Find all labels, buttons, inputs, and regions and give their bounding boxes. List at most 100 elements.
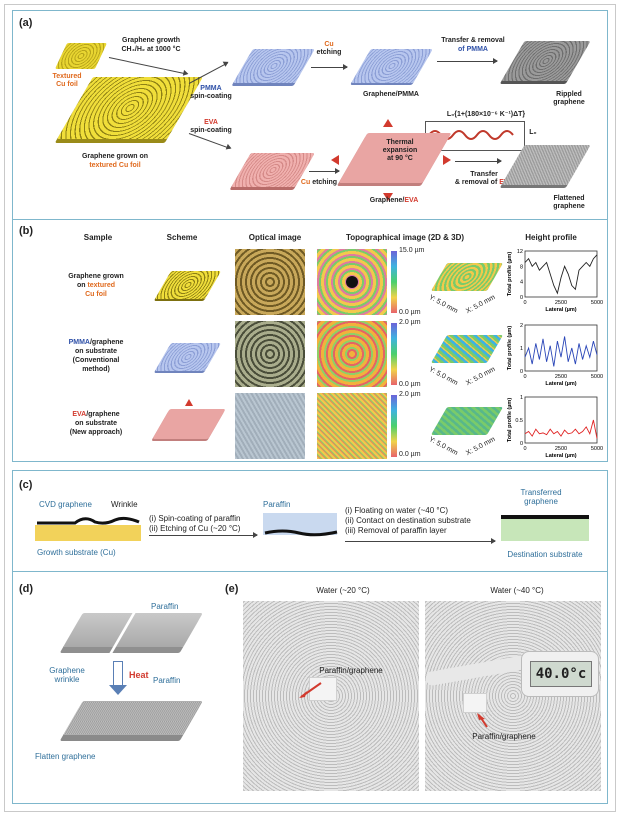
growth-substrate-label: Growth substrate (Cu) xyxy=(37,548,116,557)
paraffin-block-top xyxy=(63,613,203,647)
header-topographical: Topographical image (2D & 3D) xyxy=(345,233,465,242)
panel-a-label: (a) xyxy=(19,17,33,29)
row3-sample-line1: EVA/graphene xyxy=(72,411,120,418)
row2-scale-bottom: 0.0 µm xyxy=(399,381,421,388)
header-scheme: Scheme xyxy=(166,233,198,242)
panel-c-label: (c) xyxy=(19,479,33,491)
row3-sample-line3: (New approach) xyxy=(69,429,123,436)
paraffin-graphene-layer xyxy=(264,529,338,537)
l0-label: L₀ xyxy=(529,129,537,136)
transferred-graphene-layer xyxy=(501,515,589,519)
transfer-eva-arrow xyxy=(455,158,502,164)
y-tick-label: 0.5 xyxy=(515,418,523,424)
destination-substrate xyxy=(501,519,589,541)
row3-scheme xyxy=(152,409,226,439)
graphene-wrinkle-2: wrinkle xyxy=(54,675,80,684)
transferred-2: graphene xyxy=(524,497,558,506)
pmma-branch-arrow xyxy=(188,62,229,84)
graphene-pmma-tile xyxy=(351,49,433,83)
grown-on-1: Graphene grown on xyxy=(81,153,149,160)
flattened-1: Flattened xyxy=(553,195,585,202)
rippled-graphene-tile xyxy=(501,41,591,81)
rippled-2: graphene xyxy=(553,99,585,106)
row1-optical-image xyxy=(235,249,305,315)
row3-topo-2d xyxy=(317,393,387,459)
step2-arrow xyxy=(345,538,496,544)
textured-label-2: Cu foil xyxy=(56,81,78,88)
row3-colorbar xyxy=(391,395,397,457)
growth-label-2: CH₄/H₂ at 1000 °C xyxy=(121,46,181,53)
cu-etch-eva-arrow xyxy=(309,168,340,174)
flattened-2: graphene xyxy=(553,203,585,210)
eva-spin-2: spin-coating xyxy=(190,127,232,134)
graphene-pmma-label: Graphene/PMMA xyxy=(362,91,419,98)
x-tick-label: 5000 xyxy=(591,374,603,380)
row2-sample-line1: PMMA/graphene xyxy=(68,339,124,346)
y-tick-label: 0 xyxy=(520,441,523,447)
row2-scheme xyxy=(154,343,222,371)
row2-sample-line2: on substrate xyxy=(74,348,117,355)
expand-arrow-left-icon xyxy=(331,155,339,165)
x-tick-label: 2500 xyxy=(555,374,567,380)
paraffin-sample-right xyxy=(463,693,487,713)
growth-arrow xyxy=(108,57,188,75)
y-axis-label: Total profile (µm) xyxy=(507,326,513,370)
flatten-block xyxy=(63,701,203,735)
header-height: Height profile xyxy=(525,233,577,242)
paraffin-label: Paraffin xyxy=(263,500,291,509)
row2-optical-image xyxy=(235,321,305,387)
x-axis-label: Lateral (µm) xyxy=(545,381,576,387)
graphene-eva-label: Graphene/EVA xyxy=(369,197,419,204)
pmma-spin-2: spin-coating xyxy=(190,93,232,100)
pmma-spin-1: PMMA xyxy=(200,85,222,92)
ab-divider xyxy=(13,219,607,220)
row3-scale-top: 2.0 µm xyxy=(399,391,421,398)
header-optical: Optical image xyxy=(248,233,302,242)
row1-scheme xyxy=(154,271,222,299)
thermometer-stem xyxy=(425,653,536,687)
y-tick-label: 8 xyxy=(520,264,523,270)
row2-colorbar xyxy=(391,323,397,385)
panel-ab: (a) Graphene growth CH₄/H₂ at 1000 °C Te… xyxy=(12,10,608,462)
series-line xyxy=(524,336,598,367)
water-40-label: Water (~40 °C) xyxy=(490,586,544,595)
paraffin-layer xyxy=(263,513,337,535)
flattened-graphene-tile xyxy=(501,145,591,185)
x-tick-label: 0 xyxy=(523,446,526,452)
heat-label: Heat xyxy=(129,670,149,680)
cu-etch-1: Cu xyxy=(324,41,334,48)
x-tick-label: 2500 xyxy=(555,300,567,306)
transfer-pmma-1: Transfer & removal xyxy=(441,37,505,44)
expand-arrow-bottom-icon xyxy=(383,193,393,201)
series-line xyxy=(524,254,598,295)
x-axis-label: Lateral (µm) xyxy=(545,307,576,313)
wrinkle-label: Wrinkle xyxy=(111,500,138,509)
y-tick-label: 1 xyxy=(520,395,523,401)
grown-on-2: textured Cu foil xyxy=(89,162,141,169)
graphene-wrinkle-1: Graphene xyxy=(49,666,85,675)
y-tick-label: 4 xyxy=(520,280,523,286)
row2-topo-2d xyxy=(317,321,387,387)
heat-arrow-head-icon xyxy=(109,685,127,695)
y-axis-label: Total profile (µm) xyxy=(507,252,513,296)
step2-line2: (ii) Contact on destination substrate xyxy=(345,516,471,525)
row1-sample-line3: Cu foil xyxy=(85,291,107,298)
flatten-label: Flatten graphene xyxy=(35,752,96,761)
cu-etch-arrow xyxy=(311,64,348,70)
row2-sample-line3: (Conventional xyxy=(72,357,120,364)
panel-b-label: (b) xyxy=(19,225,34,237)
row1-sample-line2: on textured xyxy=(76,282,116,289)
eva-branch-arrow xyxy=(188,133,231,150)
row3-scheme-arrow-icon xyxy=(185,399,193,406)
row3-sample-line2: on substrate xyxy=(74,420,117,427)
plot-frame xyxy=(524,324,598,372)
thermometer-display: 40.0°c xyxy=(530,661,592,687)
left-pointer-arrow-icon xyxy=(299,682,322,698)
cu-etch-2: etching xyxy=(316,49,342,56)
thermometer-body: 40.0°c xyxy=(521,651,599,697)
row2-scale-top: 2.0 µm xyxy=(399,319,421,326)
step2-line3: (iii) Removal of paraffin layer xyxy=(345,526,447,535)
photo-water-20 xyxy=(243,601,419,791)
